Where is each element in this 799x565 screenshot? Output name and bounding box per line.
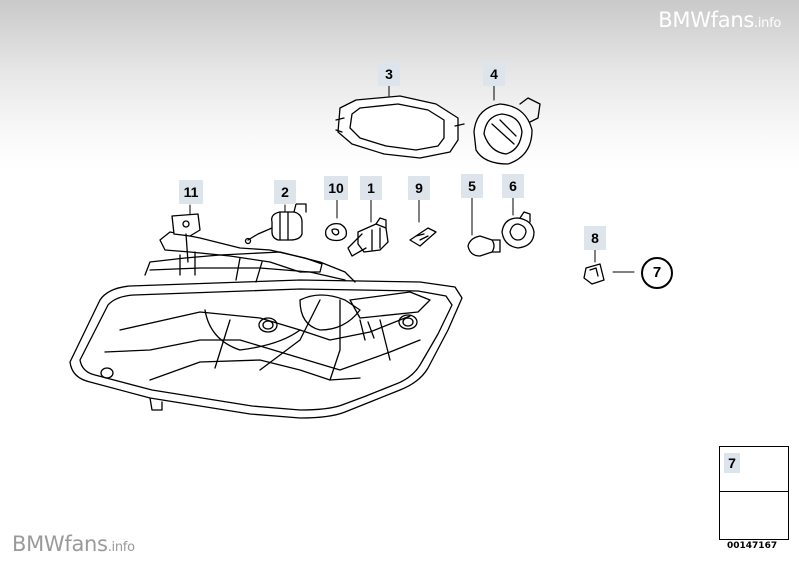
part-6-socket (501, 211, 535, 249)
callout-8: 8 (584, 226, 606, 250)
callout-2: 2 (274, 180, 296, 204)
legend-box: 7 (719, 446, 789, 540)
part-8-clip (583, 263, 605, 285)
legend-screw-cell: 7 (720, 447, 788, 492)
part-1-bulb (347, 217, 389, 257)
part-4-cover-cap (473, 97, 541, 165)
callout-circle-7: 7 (641, 257, 673, 289)
callout-4: 4 (483, 62, 505, 86)
watermark-bottom-brand: BMWfans (12, 532, 108, 556)
callout-1: 1 (360, 176, 382, 200)
part-5-bulb (467, 235, 501, 257)
callout-3: 3 (378, 62, 400, 86)
part-3-seal-frame (335, 95, 465, 159)
catalog-number: 00147167 (727, 541, 778, 551)
part-2-adjuster-motor (244, 203, 307, 245)
part-9-small-bulb (409, 227, 437, 247)
headlight-housing (69, 231, 463, 419)
callout-11: 11 (179, 180, 203, 204)
part-10-grommet (324, 222, 348, 242)
watermark-top-suffix: .info (753, 16, 781, 31)
callout-10: 10 (324, 176, 348, 200)
part-11-bracket (171, 213, 201, 263)
watermark-top-brand: BMWfans (658, 8, 754, 32)
callout-6: 6 (502, 174, 524, 198)
watermark-bottom-suffix: .info (107, 540, 135, 555)
callout-5: 5 (461, 174, 483, 198)
legend-item-number: 7 (724, 453, 740, 473)
callout-9: 9 (408, 176, 430, 200)
watermark-bottom: BMWfans.info (12, 532, 135, 556)
watermark-top: BMWfans.info (658, 8, 781, 32)
